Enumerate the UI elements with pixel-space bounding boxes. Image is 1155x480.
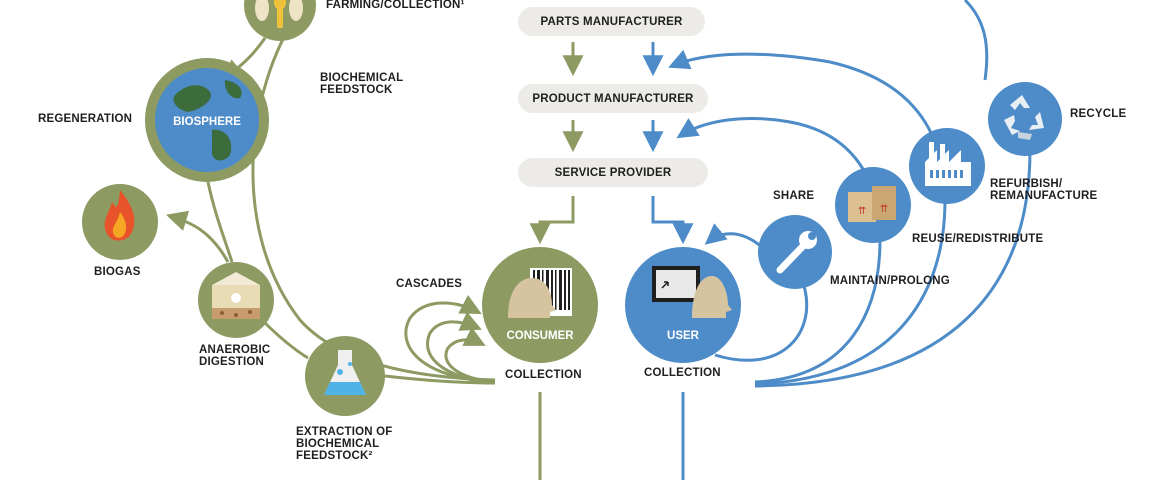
extraction-label: EXTRACTION OF BIOCHEMICAL FEEDSTOCK² — [296, 426, 393, 462]
user-label: USER — [667, 330, 700, 342]
biosphere-circle-label: BIOSPHERE — [173, 116, 241, 128]
fish-wheat-icon — [255, 0, 303, 28]
flame-icon — [104, 190, 135, 241]
farming-collection-label: FARMING/COLLECTION¹ — [326, 0, 465, 11]
user-collection-label: COLLECTION — [644, 367, 721, 379]
line-biosphere-anaerobic — [206, 181, 234, 263]
maintain-node — [758, 215, 832, 289]
share-label: SHARE — [773, 190, 815, 202]
consumer-label: CONSUMER — [506, 330, 574, 342]
maintain-prolong-label: MAINTAIN/PROLONG — [830, 275, 950, 287]
svg-text:⇈: ⇈ — [880, 204, 888, 215]
recycle-node — [988, 82, 1062, 156]
regeneration-label: REGENERATION — [38, 113, 133, 125]
recycle-icon — [1004, 95, 1044, 140]
biogas-label: BIOGAS — [94, 266, 141, 278]
boxes-icon: ⇈ ⇈ — [848, 186, 896, 222]
reuse-node: ⇈ ⇈ — [835, 167, 911, 243]
biosphere-node: BIOSPHERE — [145, 58, 269, 182]
service-provider-pill: SERVICE PROVIDER — [518, 158, 708, 187]
reuse-redistribute-label: REUSE/REDISTRIBUTE — [912, 233, 1044, 245]
extraction-node — [305, 336, 385, 416]
refurbish-node — [909, 128, 985, 204]
anaerobic-digestion-label: ANAEROBIC DIGESTION — [199, 344, 271, 368]
arrow-to-biogas — [165, 210, 230, 263]
consumer-node: CONSUMER — [482, 247, 598, 363]
factory-icon — [925, 142, 971, 186]
recycle-label: RECYCLE — [1070, 108, 1127, 120]
head-barcode-icon — [508, 268, 572, 318]
svg-text:⇈: ⇈ — [858, 206, 866, 217]
technical-flows — [642, 0, 1032, 480]
parts-manufacturer-pill: PARTS MANUFACTURER — [518, 7, 705, 36]
consumer-collection-label: COLLECTION — [505, 369, 582, 381]
head-monitor-icon — [652, 266, 732, 318]
biogas-node — [82, 184, 158, 260]
flask-icon — [324, 350, 366, 395]
product-manufacturer-pill: PRODUCT MANUFACTURER — [518, 84, 708, 113]
user-node: USER — [625, 247, 741, 363]
feedstock-arc — [251, 9, 496, 382]
line-anaerobic-extraction — [260, 318, 309, 360]
anaerobic-node — [198, 262, 274, 338]
cascades-label: CASCADES — [396, 278, 463, 290]
farming-node — [244, 0, 316, 41]
refurbish-remanufacture-label: REFURBISH/ REMANUFACTURE — [990, 178, 1098, 202]
line-extraction-collection — [384, 374, 496, 385]
soil-layers-icon — [212, 272, 260, 319]
biological-flows — [165, 9, 584, 480]
biochemical-feedstock-label: BIOCHEMICAL FEEDSTOCK — [320, 72, 404, 96]
wrench-icon — [776, 231, 817, 274]
